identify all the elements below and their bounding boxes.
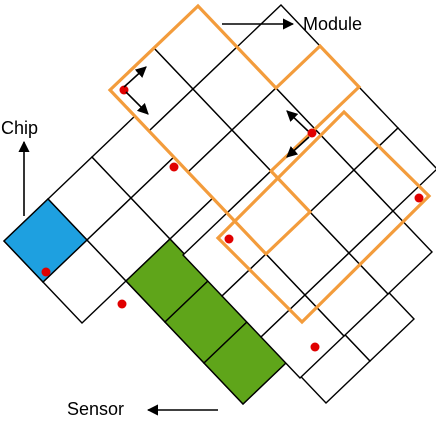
- marker-dot: [169, 162, 179, 172]
- arrow-downright-icon: [125, 91, 149, 115]
- chip-label: Chip: [1, 118, 38, 138]
- arrow-upright-icon: [123, 66, 147, 88]
- module-outlines: [107, 3, 432, 325]
- module-outline-right: [215, 109, 432, 325]
- marker-dot: [307, 128, 317, 138]
- chip-highlight: [3, 198, 88, 283]
- chip-cell: [353, 127, 436, 212]
- marker-dot: [310, 342, 320, 352]
- marker-dot: [117, 299, 127, 309]
- arrow-downleft-icon: [286, 136, 310, 158]
- marker-dot: [224, 234, 234, 244]
- arrow-upleft-icon: [286, 110, 309, 132]
- marker-dot: [414, 193, 424, 203]
- callouts: [18, 18, 295, 416]
- marker-dot: [41, 267, 51, 277]
- sensor-label: Sensor: [67, 399, 124, 419]
- module-inner-arrows: [123, 66, 310, 158]
- module-outline-left: [107, 3, 362, 257]
- module-label: Module: [303, 14, 362, 34]
- marker-dots: [41, 85, 424, 352]
- chip-cell: [348, 210, 433, 295]
